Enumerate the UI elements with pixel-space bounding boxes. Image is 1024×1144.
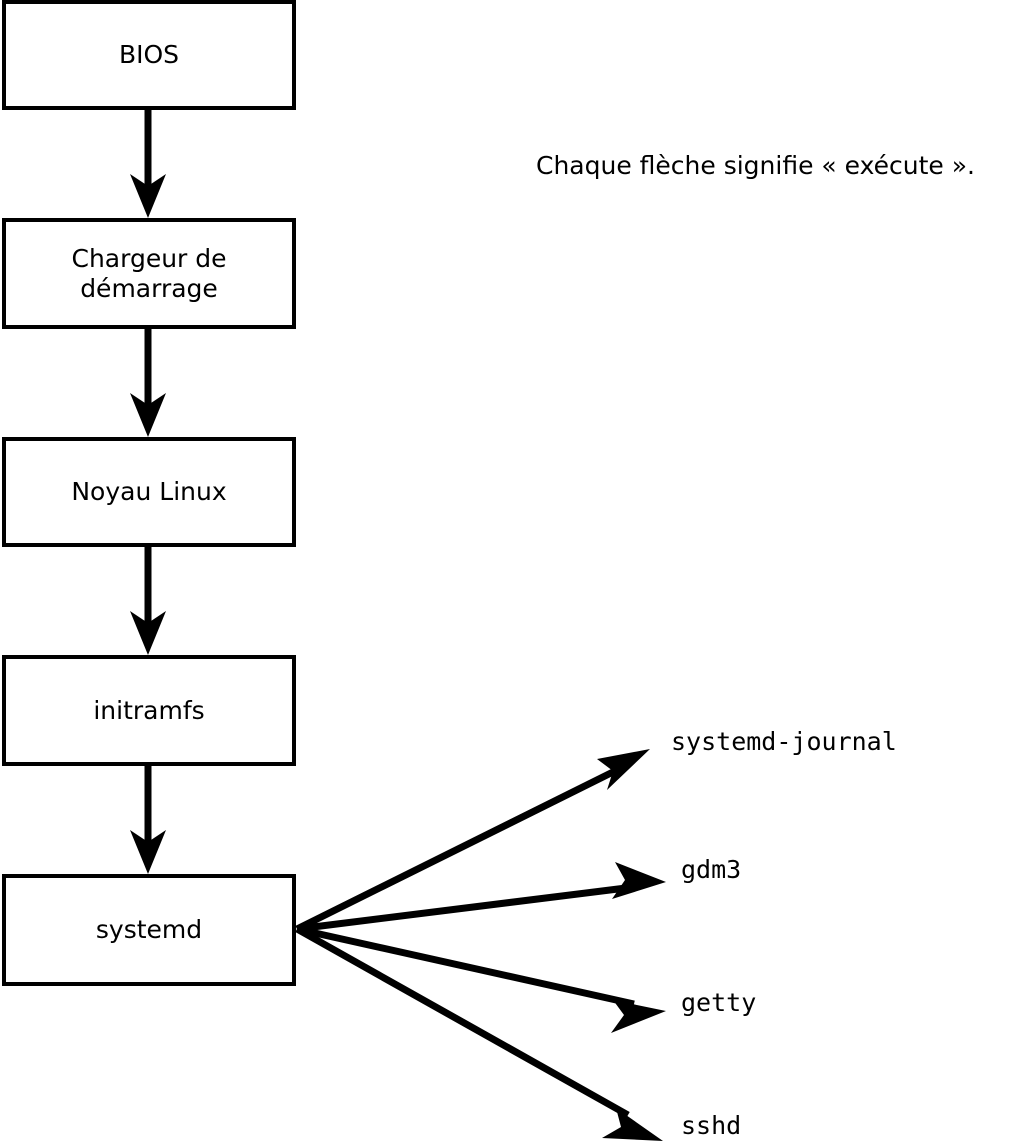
arrow-bootloader-to-kernel <box>130 329 166 437</box>
arrow-systemd-to-systemd-journal <box>295 749 650 933</box>
node-bootloader[interactable]: Chargeur de démarrage <box>2 218 296 329</box>
node-systemd-label: systemd <box>95 915 203 945</box>
diagram-caption: Chaque flèche signifie « exécute ». <box>536 151 975 180</box>
arrow-systemd-to-gdm3 <box>296 862 666 933</box>
arrow-initramfs-to-systemd <box>130 766 166 874</box>
node-bios-label: BIOS <box>118 40 180 70</box>
node-systemd[interactable]: systemd <box>2 874 296 986</box>
leaf-label-getty: getty <box>681 988 757 1017</box>
leaf-label-gdm3: gdm3 <box>681 855 742 884</box>
node-initramfs[interactable]: initramfs <box>2 655 296 766</box>
leaf-label-sshd: sshd <box>681 1111 742 1140</box>
node-kernel[interactable]: Noyau Linux <box>2 437 296 547</box>
leaf-label-systemd-journal: systemd-journal <box>671 727 897 756</box>
node-bios[interactable]: BIOS <box>2 0 296 110</box>
arrow-kernel-to-initramfs <box>130 547 166 655</box>
arrow-systemd-to-sshd <box>295 925 663 1141</box>
node-bootloader-label: Chargeur de démarrage <box>71 244 227 303</box>
node-initramfs-label: initramfs <box>93 695 205 725</box>
arrow-systemd-to-getty <box>296 925 666 1033</box>
node-kernel-label: Noyau Linux <box>71 477 227 507</box>
arrow-bios-to-bootloader <box>130 110 166 218</box>
